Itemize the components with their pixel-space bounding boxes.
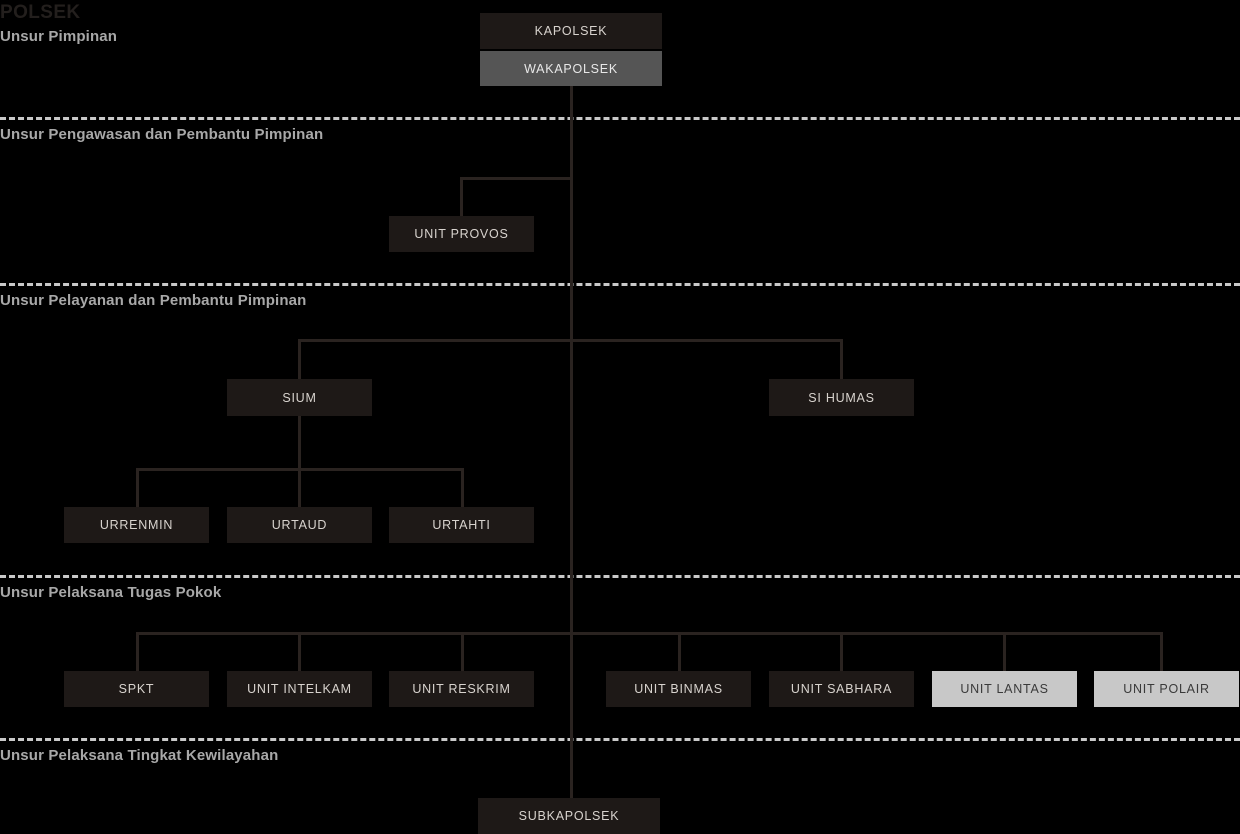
org-node-unit-intelkam[interactable]: UNIT INTELKAM (227, 671, 372, 707)
org-node-unit-lantas[interactable]: UNIT LANTAS (932, 671, 1077, 707)
connector-drop-unit-lantas (1003, 632, 1006, 671)
org-node-unit-sabhara[interactable]: UNIT SABHARA (769, 671, 914, 707)
page-title: POLSEK (0, 2, 81, 23)
section-divider (0, 575, 1240, 578)
connector-bus-sium-children (136, 468, 464, 471)
section-label-pelayanan: Unsur Pelayanan dan Pembantu Pimpinan (0, 292, 307, 309)
connector-drop-unit-intelkam (298, 632, 301, 671)
section-label-pengawasan: Unsur Pengawasan dan Pembantu Pimpinan (0, 126, 324, 143)
connector-drop-unit-sabhara (840, 632, 843, 671)
section-divider (0, 117, 1240, 120)
connector-drop-unit-reskrim (461, 632, 464, 671)
org-node-urrenmin[interactable]: URRENMIN (64, 507, 209, 543)
org-node-si-humas[interactable]: SI HUMAS (769, 379, 914, 416)
connector-drop-si-humas (840, 339, 843, 379)
connector-drop-unit-polair (1160, 632, 1163, 671)
org-node-wakapolsek[interactable]: WAKAPOLSEK (480, 51, 662, 86)
section-divider (0, 738, 1240, 741)
org-node-unit-polair[interactable]: UNIT POLAIR (1094, 671, 1239, 707)
org-node-sium[interactable]: SIUM (227, 379, 372, 416)
org-node-unit-reskrim[interactable]: UNIT RESKRIM (389, 671, 534, 707)
org-node-unit-provos[interactable]: UNIT PROVOS (389, 216, 534, 252)
org-node-kapolsek[interactable]: KAPOLSEK (480, 13, 662, 49)
section-label-pimpinan: Unsur Pimpinan (0, 28, 118, 45)
connector-drop-urtahti (461, 468, 464, 507)
org-node-urtaud[interactable]: URTAUD (227, 507, 372, 543)
org-node-subkapolsek[interactable]: SUBKAPOLSEK (478, 798, 660, 834)
connector-drop-unit-binmas (678, 632, 681, 671)
org-node-spkt[interactable]: SPKT (64, 671, 209, 707)
connector-drop-spkt (136, 632, 139, 671)
org-node-unit-binmas[interactable]: UNIT BINMAS (606, 671, 751, 707)
connector-drop-urrenmin (136, 468, 139, 507)
org-node-urtahti[interactable]: URTAHTI (389, 507, 534, 543)
section-divider (0, 283, 1240, 286)
section-label-kewilayahan: Unsur Pelaksana Tingkat Kewilayahan (0, 747, 279, 764)
connector-bus-unit-provos (460, 177, 573, 180)
connector-drop-unit-provos (460, 177, 463, 216)
connector-drop-sium (298, 339, 301, 379)
connector-bus-sium-humas (298, 339, 843, 342)
connector-drop-urtaud (298, 468, 301, 507)
connector-spine-main (570, 86, 573, 798)
connector-bus-tugas-pokok (136, 632, 1163, 635)
section-label-tugas-pokok: Unsur Pelaksana Tugas Pokok (0, 584, 222, 601)
connector-riser-sium-children (298, 416, 301, 507)
